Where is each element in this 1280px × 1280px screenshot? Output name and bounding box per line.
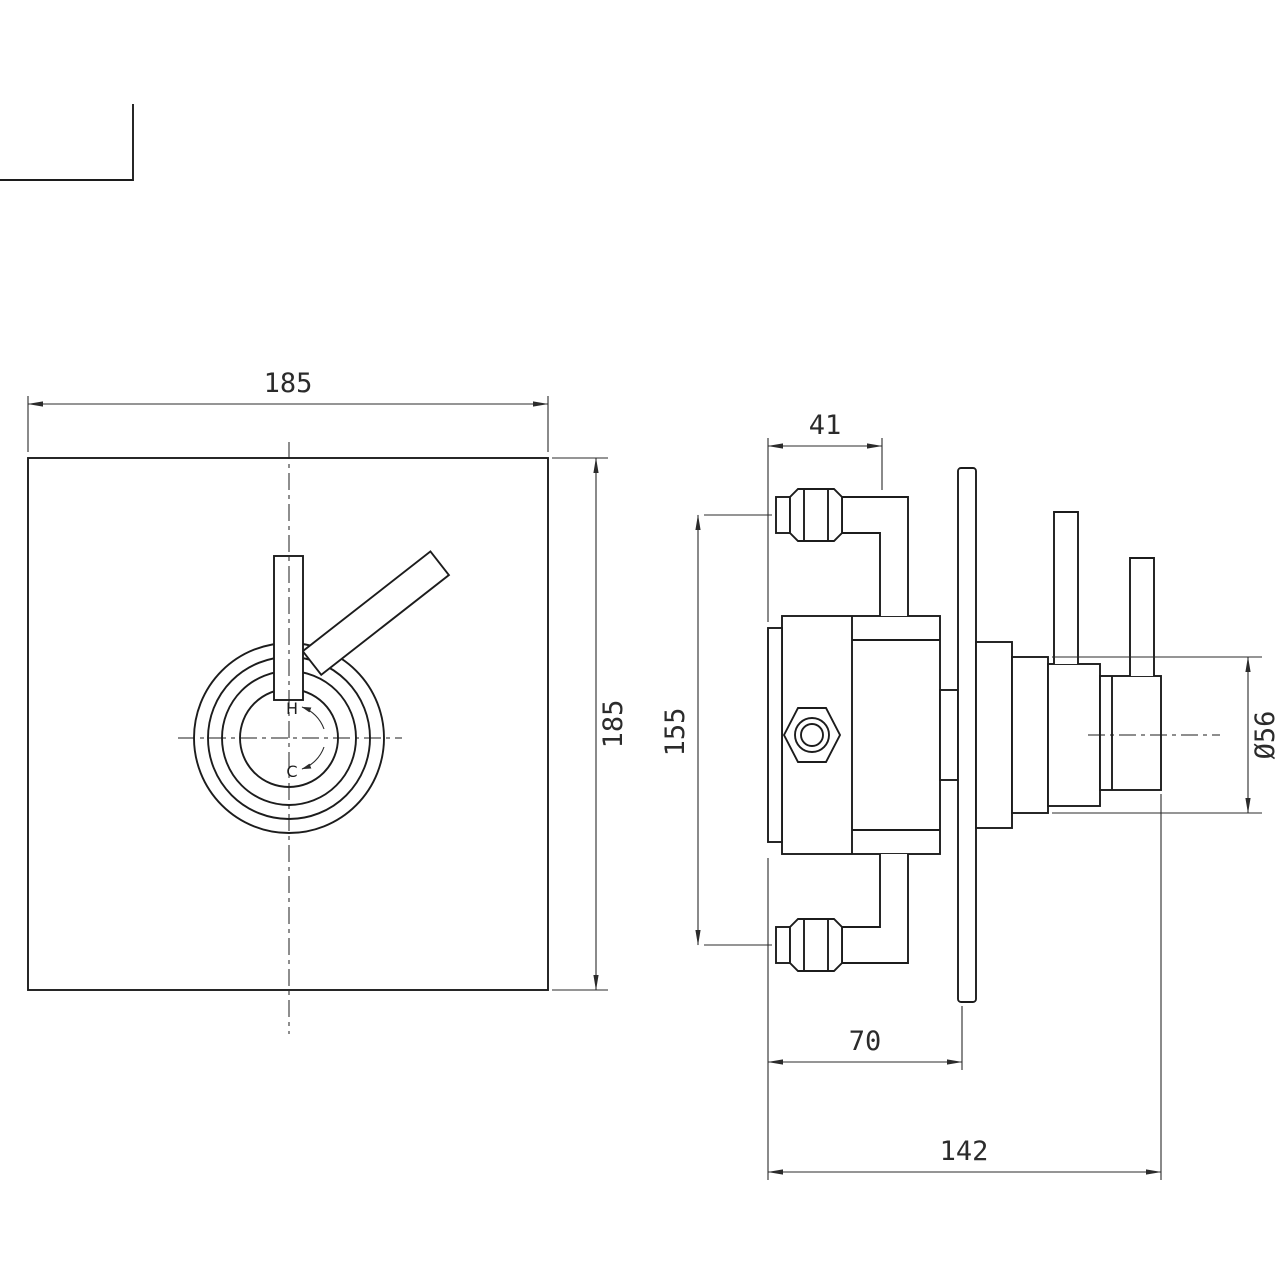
valve-neck — [939, 689, 959, 781]
top-inlet-olive — [775, 496, 791, 534]
side-view: 41 155 70 142 Ø56 — [660, 410, 1280, 1180]
escutcheon-disc — [975, 641, 1013, 829]
trim-stack — [975, 511, 1162, 829]
dim-body-depth-label: 70 — [849, 1026, 882, 1057]
body-flange — [767, 627, 783, 843]
bottom-compression-nut — [789, 918, 843, 972]
bottom-inlet-olive — [775, 926, 791, 964]
dim-front-width-label: 185 — [264, 368, 313, 399]
frame-corner-mark — [0, 104, 134, 181]
hot-direction-arrow — [301, 706, 325, 730]
diverter-lever — [301, 550, 451, 677]
top-compression-nut — [789, 488, 843, 542]
dim-port-spacing-label: 155 — [660, 708, 691, 757]
dim-body-depth: 70 — [767, 858, 963, 1180]
dim-trim-diameter: Ø56 — [1052, 656, 1280, 814]
dim-port-spacing: 155 — [660, 514, 772, 946]
handle-knob — [1099, 675, 1162, 791]
dim-trim-diameter-label: Ø56 — [1250, 711, 1280, 760]
top-inlet — [775, 488, 909, 616]
dim-overall-depth: 142 — [767, 794, 1162, 1180]
dim-inlet-depth: 41 — [767, 410, 883, 622]
dim-front-width: 185 — [27, 368, 549, 452]
bottom-inlet — [775, 854, 909, 972]
wall-plate — [957, 467, 977, 1003]
front-view: H C 185 185 — [27, 368, 629, 1034]
front-plate-outline — [27, 457, 549, 991]
dim-front-height: 185 — [552, 457, 629, 991]
hot-label: H — [286, 699, 298, 718]
trim-cap — [1011, 656, 1049, 814]
dim-overall-depth-label: 142 — [940, 1136, 989, 1167]
dim-inlet-depth-label: 41 — [809, 410, 842, 441]
dim-front-height-label: 185 — [598, 700, 629, 749]
knob-lever — [1129, 557, 1155, 676]
hex-boss — [782, 707, 842, 763]
hub-lever — [1053, 511, 1079, 664]
cold-label: C — [286, 762, 297, 781]
cold-direction-arrow — [301, 746, 325, 770]
